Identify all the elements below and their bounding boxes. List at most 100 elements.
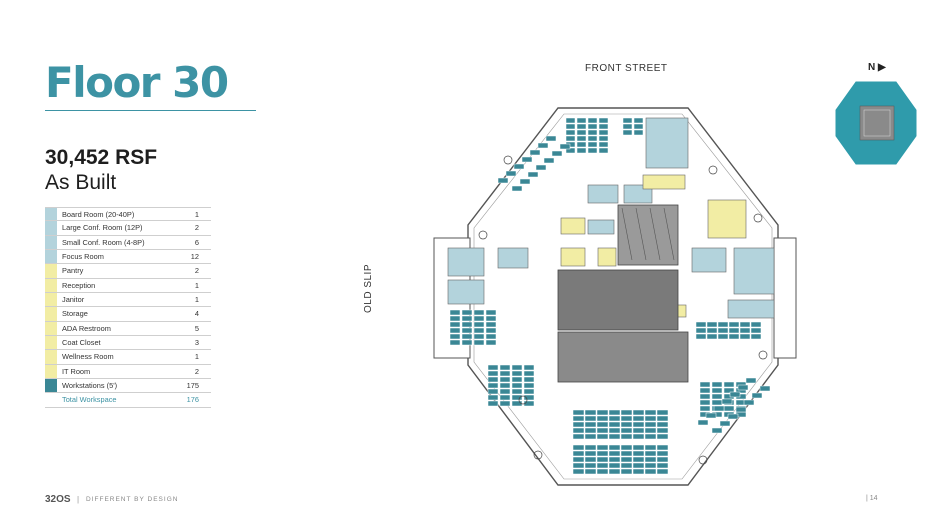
legend-swatch bbox=[45, 221, 57, 235]
workstation bbox=[727, 413, 739, 420]
workstation bbox=[576, 141, 587, 148]
legend-label: Storage bbox=[62, 309, 88, 319]
legend-swatch bbox=[45, 278, 57, 293]
workstation bbox=[632, 468, 645, 475]
legend-swatch bbox=[45, 264, 57, 278]
legend-row: Small Conf. Room (4-8P)6 bbox=[45, 235, 211, 251]
legend-swatch bbox=[45, 336, 57, 350]
workstation bbox=[511, 185, 523, 192]
meeting-room bbox=[691, 247, 727, 273]
workstation bbox=[695, 321, 707, 328]
workstation bbox=[644, 427, 657, 434]
workstation bbox=[587, 123, 598, 130]
legend-count: 4 bbox=[194, 309, 199, 319]
workstation bbox=[596, 444, 609, 451]
floor-plan bbox=[433, 107, 797, 486]
legend-swatch bbox=[45, 307, 57, 321]
legend-label: Focus Room bbox=[62, 252, 104, 262]
workstation bbox=[656, 415, 669, 422]
north-indicator: N ▶ bbox=[868, 62, 886, 73]
build-status: As Built bbox=[45, 171, 117, 194]
workstation bbox=[527, 171, 539, 178]
legend-count: 2 bbox=[194, 223, 199, 233]
workstation bbox=[572, 456, 585, 463]
legend-label: ADA Restroom bbox=[62, 323, 111, 333]
legend-label: Janitor bbox=[62, 295, 85, 305]
front-street-label: FRONT STREET bbox=[585, 63, 668, 74]
workstation bbox=[632, 427, 645, 434]
workstation bbox=[739, 327, 751, 334]
lounge-table bbox=[503, 155, 513, 165]
meeting-room bbox=[497, 247, 529, 269]
workstation bbox=[739, 333, 751, 340]
workstation bbox=[449, 327, 461, 334]
workstation bbox=[622, 129, 633, 136]
legend-count: 6 bbox=[194, 237, 199, 247]
workstation bbox=[449, 339, 461, 346]
legend-swatch bbox=[45, 208, 57, 221]
workstation bbox=[499, 388, 511, 395]
workstation bbox=[699, 393, 711, 400]
workstation bbox=[576, 117, 587, 124]
workstation bbox=[717, 327, 729, 334]
workstation bbox=[461, 339, 473, 346]
workstation bbox=[596, 427, 609, 434]
workstation bbox=[728, 321, 740, 328]
workstation bbox=[499, 382, 511, 389]
workstation bbox=[596, 456, 609, 463]
workstation bbox=[723, 405, 735, 412]
workstation bbox=[656, 427, 669, 434]
workstation bbox=[717, 333, 729, 340]
workstation bbox=[632, 450, 645, 457]
workstation bbox=[608, 468, 621, 475]
legend-swatch bbox=[45, 250, 57, 264]
workstation bbox=[587, 147, 598, 154]
workstation bbox=[551, 150, 563, 157]
legend-count: 2 bbox=[194, 366, 199, 376]
workstation bbox=[485, 309, 497, 316]
workstation bbox=[584, 468, 597, 475]
workstation bbox=[584, 427, 597, 434]
elevator-mark bbox=[663, 207, 675, 261]
workstation bbox=[608, 415, 621, 422]
legend-label: Board Room (20-40P) bbox=[62, 210, 135, 219]
workstation bbox=[644, 450, 657, 457]
workstation bbox=[598, 141, 609, 148]
meeting-room bbox=[733, 247, 775, 295]
workstation bbox=[608, 421, 621, 428]
workstation bbox=[608, 409, 621, 416]
workstation bbox=[656, 433, 669, 440]
workstation bbox=[632, 444, 645, 451]
workstation bbox=[485, 327, 497, 334]
workstation bbox=[473, 315, 485, 322]
workstation bbox=[608, 456, 621, 463]
workstation bbox=[656, 409, 669, 416]
workstation bbox=[511, 364, 523, 371]
workstation bbox=[572, 468, 585, 475]
workstation bbox=[622, 117, 633, 124]
workstation bbox=[449, 333, 461, 340]
workstation bbox=[656, 444, 669, 451]
workstation bbox=[706, 321, 718, 328]
workstation bbox=[608, 433, 621, 440]
workstation bbox=[537, 142, 549, 149]
workstation bbox=[487, 370, 499, 377]
legend-label: Reception bbox=[62, 280, 96, 290]
legend-swatch bbox=[45, 293, 57, 307]
footer-tagline: DIFFERENT BY DESIGN bbox=[86, 496, 179, 503]
legend-count: 1 bbox=[194, 352, 199, 362]
support-room bbox=[707, 199, 747, 239]
workstation bbox=[644, 409, 657, 416]
legend-label: Large Conf. Room (12P) bbox=[62, 223, 143, 233]
legend-count: 12 bbox=[190, 252, 199, 262]
workstation bbox=[523, 376, 535, 383]
legend-row: Large Conf. Room (12P) 2 bbox=[45, 221, 211, 236]
workstation bbox=[565, 147, 576, 154]
workstation bbox=[713, 405, 725, 412]
legend-label: Workstations (5') bbox=[62, 381, 118, 391]
workstation bbox=[656, 462, 669, 469]
workstation bbox=[735, 406, 747, 413]
